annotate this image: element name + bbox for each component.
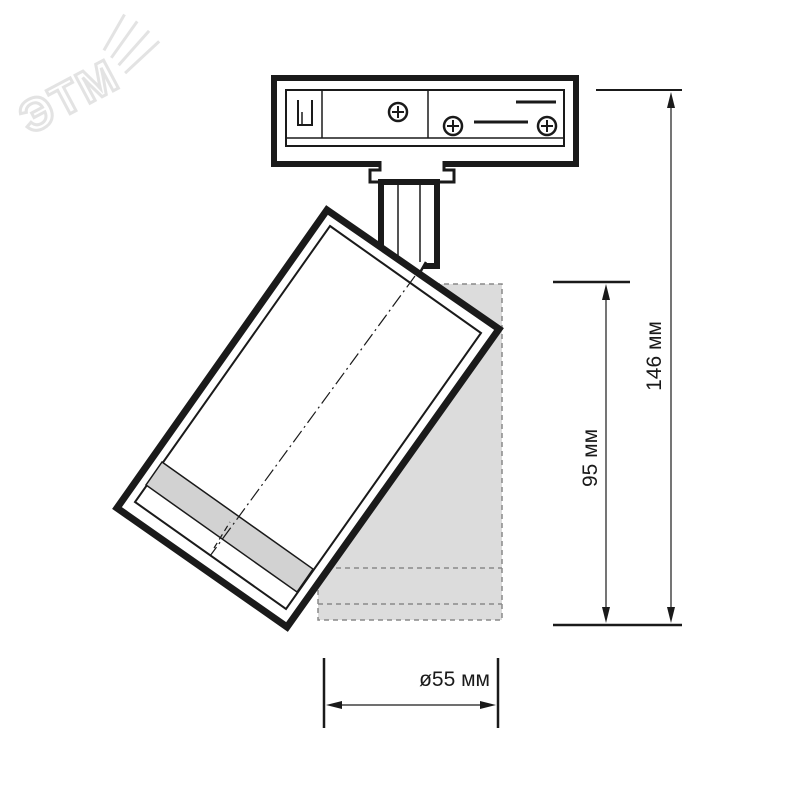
screw-icon [442, 115, 464, 137]
watermark-text: ЭТМ [10, 49, 127, 144]
diameter-label: ø55 мм [419, 668, 490, 691]
body-height-label: 95 мм [579, 429, 602, 487]
tilted-spotlight-body [112, 205, 504, 632]
track-adapter [271, 75, 579, 167]
screw-icon [536, 115, 558, 137]
screw-icon [387, 101, 409, 123]
total-height-label: 146 мм [643, 321, 666, 391]
dimension-diameter [322, 658, 500, 728]
center-axis-line [209, 275, 416, 557]
dimension-total-height [553, 89, 682, 627]
watermark-fan-icon [102, 13, 161, 75]
etm-watermark-logo: ЭТМ [9, 13, 161, 145]
dimension-body-height [553, 280, 630, 623]
